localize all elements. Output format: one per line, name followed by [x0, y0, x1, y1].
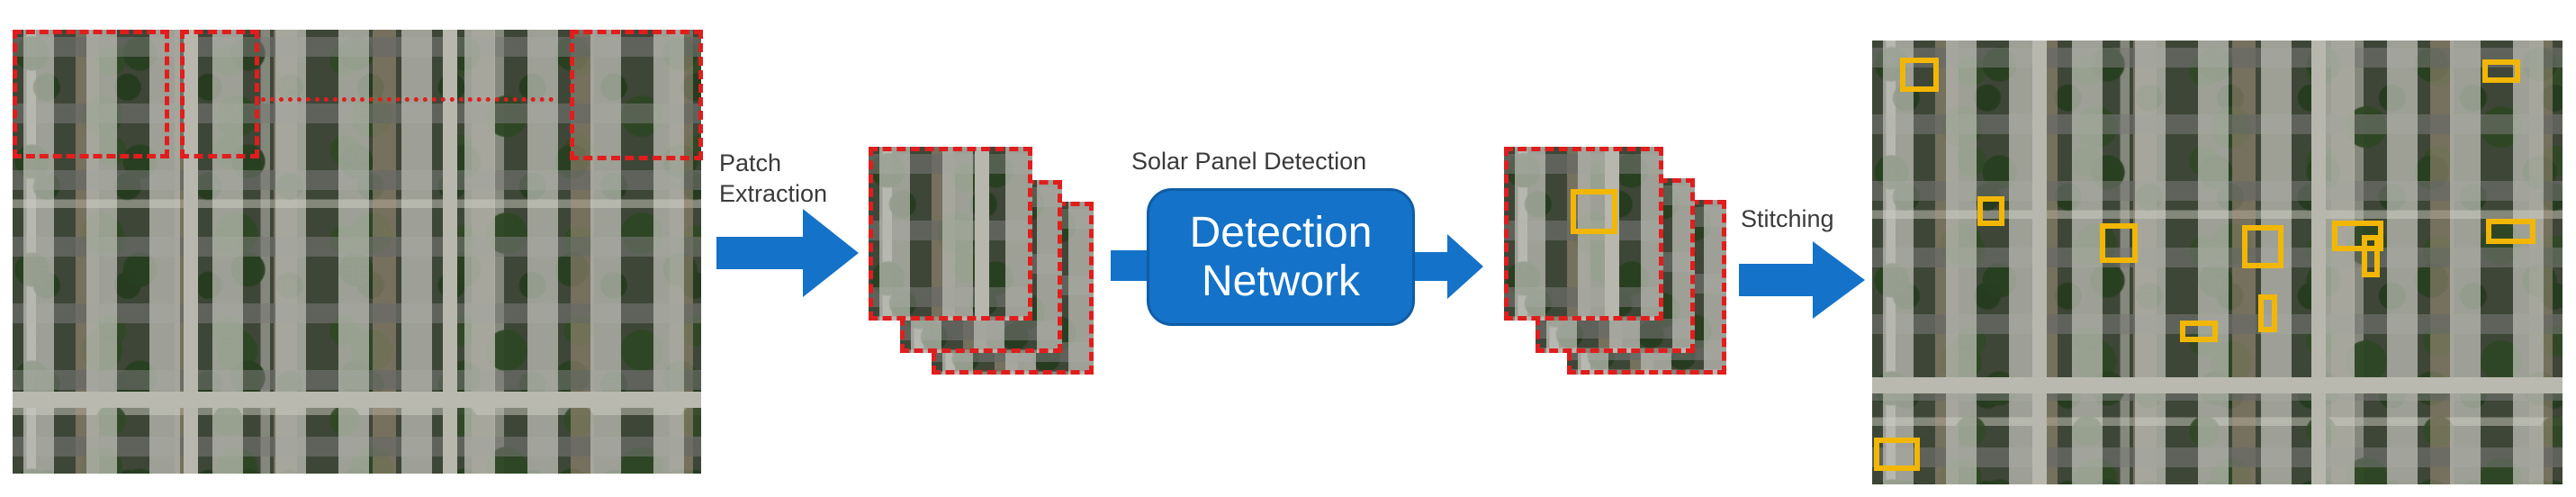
- street-vertical-2: [2311, 41, 2326, 484]
- patch-stack-front-border: [869, 147, 1032, 321]
- arrow-patch-extraction: [716, 209, 859, 297]
- solar-detection-box: [2362, 235, 2380, 277]
- solar-detection-box: [1900, 58, 1939, 92]
- arrow-out-of-network: [1415, 234, 1483, 299]
- patch-box-2: [180, 30, 259, 158]
- detection-network-box: Detection Network: [1147, 188, 1415, 326]
- street-vertical-1: [184, 30, 198, 474]
- arrow-stitching: [1739, 241, 1865, 319]
- output-stitched-image: [1872, 41, 2562, 484]
- street-vertical: [975, 147, 989, 321]
- network-label-line2: Network: [1201, 257, 1361, 305]
- rooftops-texture: [869, 147, 1032, 321]
- arrow-into-network: [1111, 250, 1147, 281]
- patch-extraction-label: Patch Extraction: [719, 148, 827, 209]
- solar-detection-box: [1977, 196, 2004, 226]
- patch-box-3-dotted-edge: [261, 97, 554, 102]
- detected-stack-front: [1504, 147, 1663, 321]
- solar-detection-box: [2482, 59, 2520, 83]
- detected-stack-front-border: [1504, 147, 1663, 321]
- street-vertical-1: [2032, 41, 2047, 484]
- stitching-label: Stitching: [1741, 205, 1834, 232]
- patch-label-line2: Extraction: [719, 180, 828, 207]
- street-horizontal: [1872, 377, 2562, 393]
- solar-detection-box: [2100, 223, 2138, 263]
- solar-detection-box: [2258, 294, 2277, 332]
- solar-panel-detection-caption: Solar Panel Detection: [1131, 148, 1367, 175]
- solar-detection-box: [2486, 219, 2535, 244]
- input-aerial-image: [13, 30, 701, 474]
- rooftops-texture: [1872, 41, 2562, 484]
- solar-detection-box: [1874, 438, 1920, 471]
- solar-detection-box: [2242, 225, 2283, 268]
- street-vertical-2: [443, 30, 457, 474]
- patch-box-4: [570, 30, 703, 160]
- patch-stack-front: [869, 147, 1032, 321]
- solar-detection-box: [2332, 221, 2383, 251]
- patch-box-1: [13, 30, 169, 158]
- solar-detection-box: [2180, 321, 2218, 342]
- network-label-line1: Detection: [1189, 208, 1373, 257]
- solar-detection-box: [1571, 189, 1617, 234]
- patch-label-line1: Patch: [719, 149, 782, 176]
- street-horizontal: [13, 392, 701, 408]
